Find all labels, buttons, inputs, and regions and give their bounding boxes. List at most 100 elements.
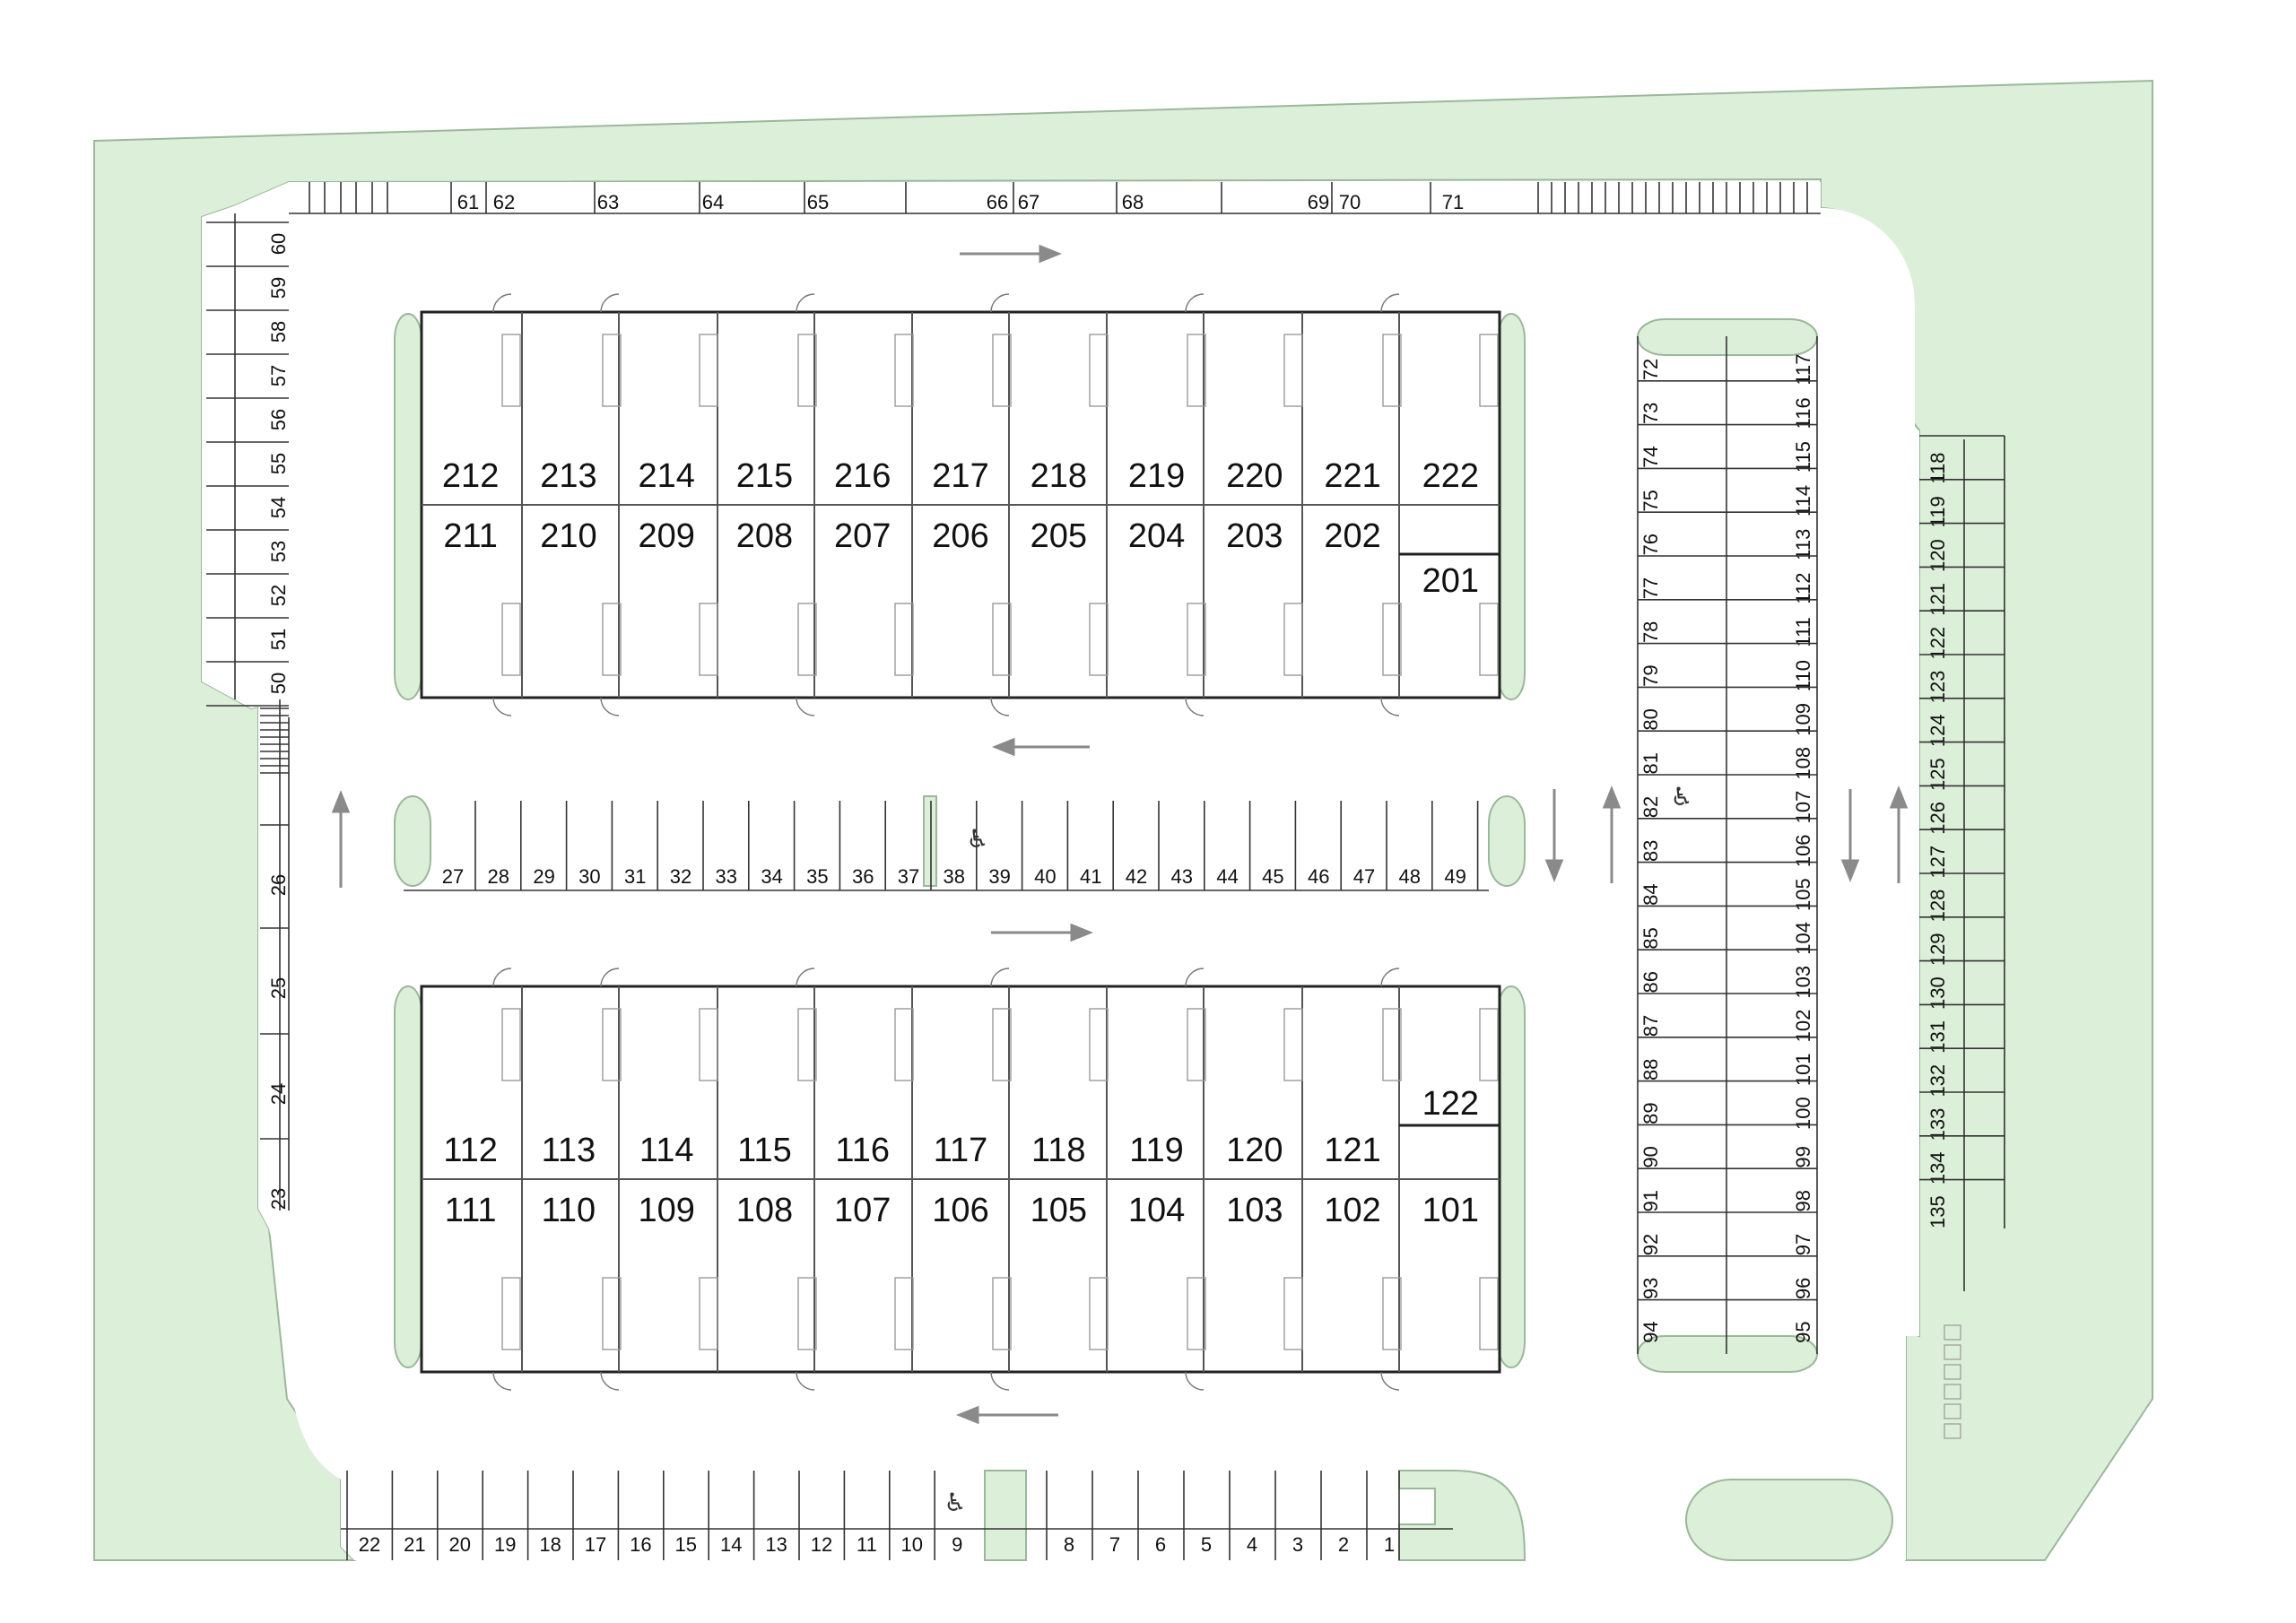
door-swing-icon	[1380, 293, 1400, 313]
unit-label: 107	[834, 1192, 891, 1229]
door-swing-icon	[600, 968, 620, 987]
door-swing-icon	[990, 968, 1010, 987]
unit-label: 102	[1324, 1192, 1380, 1229]
door-swing-icon	[796, 968, 815, 987]
unit-label: 216	[834, 457, 891, 495]
door-swing-icon	[1380, 968, 1400, 987]
fixture	[797, 1008, 817, 1081]
parking-space-label-middle: 34	[761, 865, 782, 888]
accessible-parking-icon: ♿	[944, 1488, 966, 1517]
parking-space-label-bottom: 21	[404, 1533, 425, 1556]
fixture	[797, 334, 817, 407]
parking-space-label-island: 75	[1639, 490, 1662, 511]
parking-space-label-island: 117	[1792, 353, 1814, 385]
fixture	[602, 603, 622, 676]
unit-label: 110	[542, 1192, 596, 1229]
unit-label: 206	[932, 517, 988, 555]
unit-label: 111	[445, 1192, 497, 1229]
unit-label: 205	[1031, 517, 1087, 555]
parking-space-label-island: 112	[1792, 572, 1814, 603]
door-swing-icon	[600, 1371, 620, 1391]
door-swing-icon	[1185, 697, 1205, 716]
door-swing-icon	[492, 697, 512, 716]
parking-space-label-bottom: 11	[857, 1533, 877, 1556]
parking-space-label-middle: 48	[1399, 865, 1421, 888]
parking-space-label-island: 110	[1792, 660, 1814, 691]
parking-space-label-bottom: 9	[952, 1533, 962, 1556]
parking-space-label-island: 116	[1792, 397, 1814, 429]
accessible-parking: ♿♿♿	[944, 782, 1692, 1517]
parking-space-label-middle: 40	[1034, 865, 1056, 888]
parking-space-label-island: 99	[1792, 1146, 1814, 1167]
fixture	[1283, 1008, 1303, 1081]
island-middle-center	[923, 795, 937, 887]
fixture	[699, 334, 718, 407]
parking-space-label-island: 95	[1792, 1321, 1814, 1342]
parking-space-label-island: 92	[1639, 1234, 1662, 1255]
parking-space-label-middle: 46	[1308, 865, 1329, 888]
parking-space-label-bottom: 17	[585, 1533, 606, 1556]
direction-arrow-icon	[1544, 789, 1564, 883]
unit-label: 218	[1031, 457, 1087, 495]
door-swing-icon	[990, 1371, 1010, 1391]
unit-label: 117	[934, 1132, 988, 1169]
door-swing-icon	[600, 697, 620, 716]
fixture	[894, 1277, 914, 1350]
door-swing-icon	[990, 293, 1010, 313]
fixture	[602, 1277, 622, 1350]
parking-space-label-bottom: 8	[1064, 1533, 1074, 1556]
island-bottom-east	[1398, 1470, 1526, 1561]
parking-space-label-west: 52	[267, 585, 290, 606]
fixture	[1187, 1277, 1206, 1350]
door-swing-icon	[796, 697, 815, 716]
fixture	[894, 1008, 914, 1081]
unit-label: 220	[1226, 457, 1283, 495]
parking-space-label-middle: 38	[944, 865, 965, 888]
parking-space-label-island: 81	[1639, 752, 1662, 774]
parking-space-label-bottom: 18	[539, 1533, 561, 1556]
parking-space-label-west: 53	[267, 541, 290, 562]
fixture	[992, 334, 1012, 407]
fixture	[797, 1277, 817, 1350]
unit-label: 106	[932, 1192, 988, 1229]
parking-space-label-island: 113	[1792, 529, 1814, 560]
door-swing-icon	[600, 293, 620, 313]
parking-space-label-middle: 43	[1171, 865, 1193, 888]
unit-label: 115	[737, 1132, 792, 1169]
parking-space-label-island: 78	[1639, 621, 1662, 643]
parking-space-label-bottom: 4	[1247, 1533, 1257, 1556]
fixture	[1479, 1008, 1499, 1081]
unit-label: 201	[1422, 562, 1479, 600]
fixture	[699, 603, 718, 676]
direction-arrow-icon	[955, 1405, 1058, 1425]
parking-space-label-island: 74	[1639, 446, 1662, 467]
stall-marker	[1944, 1344, 1961, 1360]
parking-space-label-west: 55	[267, 453, 290, 474]
fixture	[992, 603, 1012, 676]
parking-space-label-middle: 49	[1444, 865, 1465, 888]
fixture	[1089, 334, 1109, 407]
parking-space-label-bottom: 22	[359, 1533, 380, 1556]
fixture	[501, 1008, 521, 1081]
unit-label: 222	[1422, 457, 1479, 495]
parking-space-label-island: 94	[1639, 1321, 1662, 1342]
parking-space-label-island: 93	[1639, 1278, 1662, 1299]
parking-space-label-island: 73	[1639, 403, 1662, 424]
fixture	[699, 1008, 718, 1081]
fixture	[1382, 1008, 1402, 1081]
parking-space-label-island: 91	[1639, 1190, 1662, 1211]
parking-space-label-top: 67	[1018, 191, 1039, 213]
parking-space-label-island: 83	[1639, 840, 1662, 862]
fixture	[797, 603, 817, 676]
unit-label: 203	[1226, 517, 1283, 555]
parking-space-label-island: 98	[1792, 1190, 1814, 1211]
parking-space-label-east: 135	[1926, 1195, 1949, 1228]
parking-space-label-middle: 45	[1262, 865, 1283, 888]
fixture	[1187, 603, 1206, 676]
fixture	[501, 1277, 521, 1350]
stall-marker	[1944, 1384, 1961, 1400]
door-swing-icon	[990, 697, 1010, 716]
parking-space-label-west: 25	[267, 977, 290, 999]
parking-space-label-island: 85	[1639, 927, 1662, 949]
